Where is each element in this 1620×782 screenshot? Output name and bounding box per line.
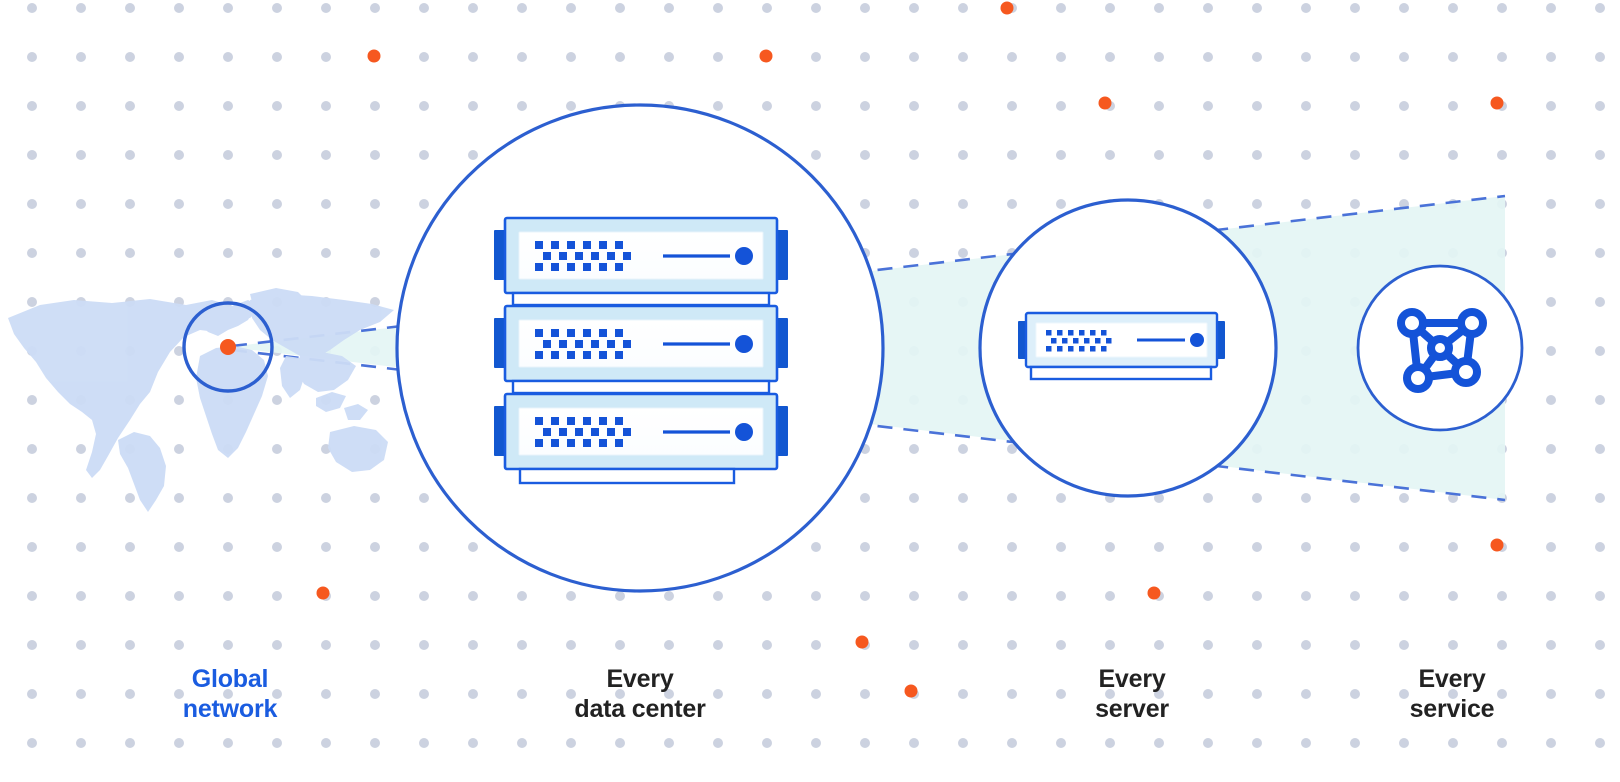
server-unit-status-led [1190, 333, 1204, 347]
rack-spacer-2 [511, 379, 771, 395]
network-location-marker [220, 339, 236, 355]
rack-unit-1-status-led [735, 247, 753, 265]
rack-unit-2-status-led [735, 335, 753, 353]
stage-label-data-center: Every data center [574, 665, 706, 723]
dot-grid-highlights [316, 1, 1504, 698]
server-unit-icon [1018, 311, 1225, 381]
server-unit-base [1029, 365, 1213, 381]
rack-base [518, 467, 736, 485]
service-network-nodes [1397, 308, 1487, 393]
world-map-icon [8, 288, 394, 512]
rack-unit-3 [494, 392, 788, 471]
rack-unit-2 [494, 304, 788, 383]
rack-spacer-1 [511, 291, 771, 307]
stage-label-global-network: Global network [182, 665, 278, 723]
stage-label-server: Every server [1095, 665, 1169, 723]
rack-unit-3-led-matrix [535, 417, 631, 447]
rack-unit-1-led-matrix [535, 241, 631, 271]
stage-label-service: Every service [1409, 665, 1495, 723]
rack-unit-1 [494, 216, 788, 295]
rack-unit-2-led-matrix [535, 329, 631, 359]
rack-unit-3-status-led [735, 423, 753, 441]
server-rack-icon [494, 216, 788, 485]
stage-circle-global-network [182, 301, 274, 393]
server-unit-led-matrix [1046, 330, 1112, 352]
